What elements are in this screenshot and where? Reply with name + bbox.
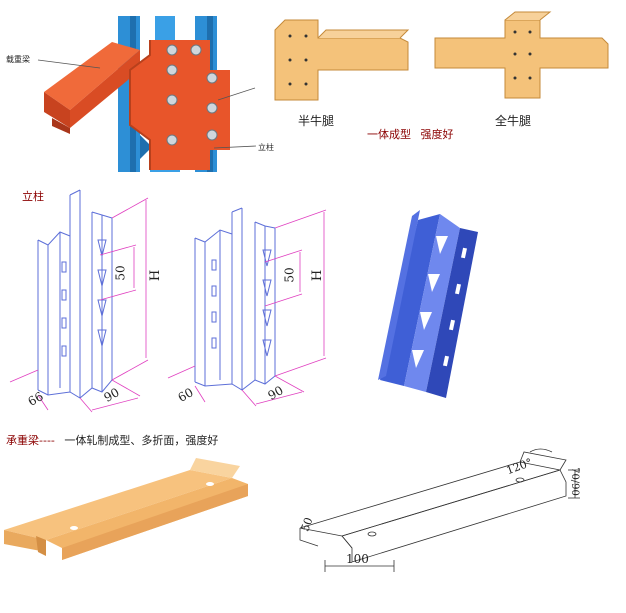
half-bracket-label: 半牛腿 [298,114,335,128]
beam-title: 承重梁---- [6,434,55,447]
upright-section-title: 立柱 [22,190,44,203]
photo-bracket [129,40,230,170]
beam-height-label: 70/90 [568,467,580,496]
beam-dims [324,448,580,572]
beam-width-label: 100 [346,552,369,566]
photo-beam [44,42,140,134]
one-piece-text: 一体成型 [367,128,411,141]
beam-3d [4,458,248,560]
upright-label: 立柱 [258,143,274,152]
left-upright-drawing [37,189,113,399]
mid-upright-dims [167,209,327,407]
full-bracket-label: 全牛腿 [495,114,532,128]
beam-section-title: 承重梁---- 一体轧制成型、多折面，强度好 [6,432,218,448]
left-upright-dims [9,197,149,413]
beam-line-drawing [299,451,567,563]
load-beam-label: 载重梁 [6,55,30,64]
strength-text: 强度好 [420,128,454,141]
beam-desc: 一体轧制成型、多折面，强度好 [64,434,219,447]
mid-upright-drawing [194,207,276,391]
blue-upright-3d [378,210,478,398]
one-piece-caption: 一体成型 强度好 [367,126,454,142]
